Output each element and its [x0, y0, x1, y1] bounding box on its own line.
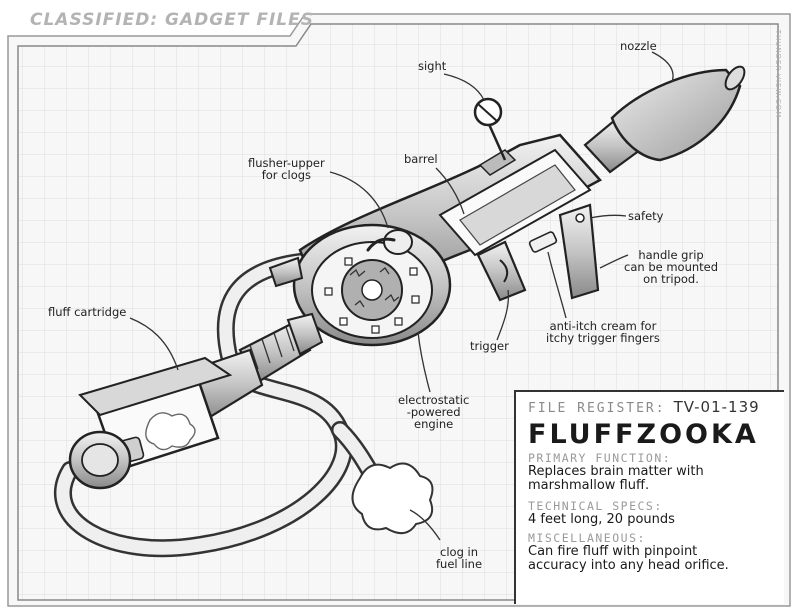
callout-leader-lines [129, 51, 674, 541]
anti-itch-cream-tube [528, 231, 558, 253]
nozzle [583, 65, 746, 174]
flusher-upper [366, 229, 413, 255]
file-register-panel: FILE REGISTER: TV-01-139 FLUFFZOOKA PRIM… [514, 390, 784, 604]
fluff-clog [351, 462, 434, 535]
handle-grip [558, 203, 600, 300]
label-barrel: barrel [404, 152, 438, 166]
technical-specs-label: TECHNICAL SPECS: [528, 499, 663, 513]
primary-function-text: Replaces brain matter with marshmallow f… [528, 464, 704, 493]
trigger-grip [476, 240, 527, 302]
label-engine: electrostatic -powered engine [398, 393, 470, 431]
fluff-cartridge [68, 348, 264, 490]
side-credit-watermark: THUNDER-VIEW.COM [773, 29, 782, 119]
miscellaneous-label: MISCELLANEOUS: [528, 531, 646, 545]
cartridge-connector [238, 256, 324, 384]
register-row: FILE REGISTER: TV-01-139 [528, 398, 778, 416]
label-fluff-cartridge: fluff cartridge [48, 305, 127, 319]
label-safety: safety [628, 209, 664, 223]
primary-function-label: PRIMARY FUNCTION: [528, 451, 672, 465]
register-value: TV-01-139 [673, 398, 760, 416]
label-trigger: trigger [470, 339, 509, 353]
miscellaneous-text: Can fire fluff with pinpoint accuracy in… [528, 544, 729, 573]
label-sight: sight [418, 59, 447, 73]
label-clog: clog in fuel line [436, 545, 483, 571]
label-handle-grip: handle grip can be mounted on tripod. [624, 248, 719, 286]
label-anti-itch-cream: anti-itch cream for itchy trigger finger… [546, 319, 660, 345]
label-flusher-upper: flusher-upper for clogs [248, 156, 325, 182]
gadget-name: FLUFFZOOKA [528, 419, 759, 450]
technical-specs-text: 4 feet long, 20 pounds [528, 512, 675, 527]
register-label: FILE REGISTER: [528, 401, 666, 416]
electrostatic-engine [292, 223, 452, 347]
label-nozzle: nozzle [620, 39, 657, 53]
sight [473, 97, 507, 161]
folder-tab-title: CLASSIFIED: GADGET FILES [30, 10, 314, 30]
